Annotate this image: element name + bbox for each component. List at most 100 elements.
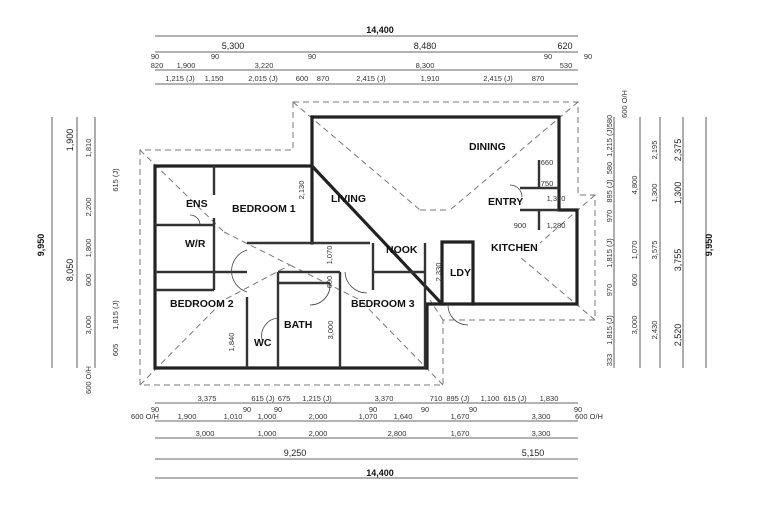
room-ldy: LDY [450, 267, 471, 279]
dimension-label: 580 [605, 162, 614, 175]
dimension-label: 90 [544, 52, 552, 61]
dimension-label: 3,370 [375, 394, 394, 403]
dimension-label: 580 [605, 115, 614, 128]
dimension-label: 8,050 [65, 259, 75, 282]
dimension-label: 1,215 (J) [605, 127, 614, 157]
dimension-label: 1,070 [359, 412, 378, 421]
room-labels: BEDROOM 1 ENS W/R BEDROOM 2 WC BATH BEDR… [170, 141, 538, 349]
dimension-label: 2,200 [84, 198, 93, 217]
dimension-label: 5,150 [522, 448, 545, 458]
dimension-label: 1,000 [258, 412, 277, 421]
dimension-label: 600 [630, 274, 639, 287]
dimension-label: 675 [278, 394, 291, 403]
dimension-label: 2,000 [309, 412, 328, 421]
dimension-label: 3,755 [673, 249, 683, 272]
dimension-label: 970 [605, 284, 614, 297]
dimension-label: 870 [317, 74, 330, 83]
dimension-label: 1,640 [394, 412, 413, 421]
interior-walls [155, 160, 559, 368]
dimension-label: 90 [469, 405, 477, 414]
dimension-label: 1,000 [258, 429, 277, 438]
dimension-label: 2,415 (J) [356, 74, 386, 83]
dimension-label: 2,015 (J) [248, 74, 278, 83]
dimension-label: 2,130 [297, 181, 306, 200]
dimension-label: 2,330 [434, 263, 443, 282]
dimension-label: 1,300 [650, 184, 659, 203]
dimension-label: 615 (J) [251, 394, 275, 403]
dimension-label: 530 [560, 61, 573, 70]
dimension-label: 1,070 [630, 241, 639, 260]
dimension-label: 2,430 [650, 321, 659, 340]
dimension-label: 8,480 [414, 41, 437, 51]
dimension-label: 870 [532, 74, 545, 83]
dimension-label: 1,815 (J) [111, 300, 120, 330]
dimension-label: 600 O/H [620, 90, 629, 118]
dimension-label: 3,300 [532, 429, 551, 438]
room-wc: WC [254, 337, 272, 349]
dimension-label: 600 O/H [131, 412, 159, 421]
dimension-label: 1,370 [547, 194, 566, 203]
dimension-label: 900 [514, 221, 527, 230]
dimension-label: 710 [430, 394, 443, 403]
dimension-label: 1,810 [84, 139, 93, 158]
dimension-label: 5,300 [222, 41, 245, 51]
room-wr: W/R [185, 238, 206, 250]
dimension-label: 1,215 (J) [302, 394, 332, 403]
dimension-label: 1,900 [65, 129, 75, 152]
dimension-label: 600 O/H [84, 366, 93, 394]
dimension-label: 1,070 [325, 246, 334, 265]
dimension-label: 14,400 [366, 25, 394, 35]
dimension-label: 90 [243, 405, 251, 414]
dimension-label: 90 [308, 52, 316, 61]
dimension-label: 9,950 [36, 234, 46, 257]
dimension-label: 600 O/H [575, 412, 603, 421]
dimension-label: 1,010 [224, 412, 243, 421]
dimension-label: 895 (J) [446, 394, 470, 403]
dimension-label: 333 [605, 354, 614, 367]
dimension-label: 600 [296, 74, 309, 83]
dimension-label: 90 [421, 405, 429, 414]
dimension-label: 660 [541, 158, 554, 167]
dimension-label: 1,900 [177, 61, 196, 70]
room-nook: NOOK [386, 244, 418, 256]
dimension-label: 1,910 [421, 74, 440, 83]
dimension-label: 90 [211, 52, 219, 61]
dimension-label: 3,300 [532, 412, 551, 421]
dimension-label: 2,415 (J) [483, 74, 513, 83]
dimension-label: 895 (J) [605, 179, 614, 203]
dimension-label: 1,300 [673, 182, 683, 205]
dimension-label: 1,215 (J) [165, 74, 195, 83]
dimension-label: 4,800 [630, 176, 639, 195]
room-bedroom-1: BEDROOM 1 [232, 203, 296, 215]
dimension-label: 970 [605, 210, 614, 223]
dimension-label: 2,000 [309, 429, 328, 438]
dimension-label: 1,815 (J) [605, 238, 614, 268]
dimension-label: 14,400 [366, 468, 394, 478]
dimension-label: 1,100 [481, 394, 500, 403]
room-dining: DINING [469, 141, 506, 153]
dimension-label: 90 [274, 405, 282, 414]
dimension-label: 615 (J) [111, 168, 120, 192]
dimension-label: 3,000 [326, 321, 335, 340]
dimension-lines [51, 35, 707, 479]
dimension-label: 1,670 [451, 429, 470, 438]
dimension-label: 750 [541, 179, 554, 188]
exterior-walls [153, 115, 579, 370]
dimension-label: 3,220 [255, 61, 274, 70]
dimension-label: 3,375 [198, 394, 217, 403]
dimension-label: 3,000 [196, 429, 215, 438]
room-ens: ENS [186, 198, 208, 210]
dimension-label: 1,800 [84, 239, 93, 258]
dimension-label: 3,000 [84, 316, 93, 335]
dimension-label: 90 [151, 405, 159, 414]
dimension-label: 1,815 (J) [605, 315, 614, 345]
dimension-label: 600 [84, 274, 93, 287]
dimension-label: 1,150 [205, 74, 224, 83]
dimension-label: 1,670 [451, 412, 470, 421]
roof-outline [139, 101, 596, 386]
room-bedroom-3: BEDROOM 3 [351, 298, 415, 310]
dimension-label: 605 [111, 344, 120, 357]
dimension-label: 2,195 [650, 141, 659, 160]
dimension-label: 1,900 [178, 412, 197, 421]
